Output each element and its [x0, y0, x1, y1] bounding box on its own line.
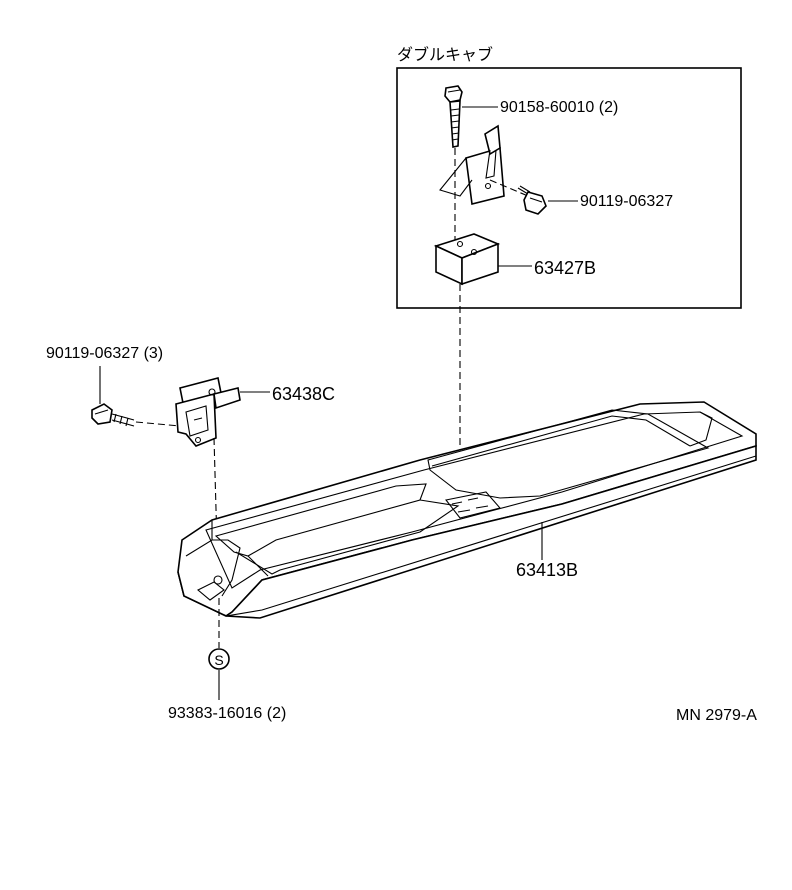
clip-symbol-label: S	[214, 652, 223, 668]
inset-double-cab: ダブルキャブ 90158-60010 (2) 90119-06327	[396, 45, 742, 309]
label-90119-06327-inset: 90119-06327	[580, 193, 673, 210]
inset-title: ダブルキャブ	[397, 45, 493, 64]
label-63427B: 63427B	[534, 258, 596, 278]
assembly-line-bracket	[213, 437, 219, 581]
clip-symbol-icon: S	[208, 648, 230, 670]
label-63438C: 63438C	[272, 384, 335, 404]
bolt-90158-icon	[444, 85, 463, 148]
figure-code: MN 2979-A	[676, 707, 757, 724]
label-93383-16016: 93383-16016 (2)	[168, 705, 286, 722]
console-box-icon	[177, 401, 757, 619]
label-90158-60010: 90158-60010 (2)	[500, 99, 618, 116]
bracket-63438C-icon	[175, 377, 241, 447]
spacer-block-icon	[433, 233, 501, 286]
label-90119-06327-left: 90119-06327 (3)	[46, 345, 163, 362]
screw-90119-inset-icon	[517, 185, 547, 215]
inset-bracket-icon	[439, 124, 505, 205]
inset-frame	[396, 67, 742, 309]
label-63413B: 63413B	[516, 560, 578, 580]
screw-90119-left-icon	[91, 403, 135, 427]
